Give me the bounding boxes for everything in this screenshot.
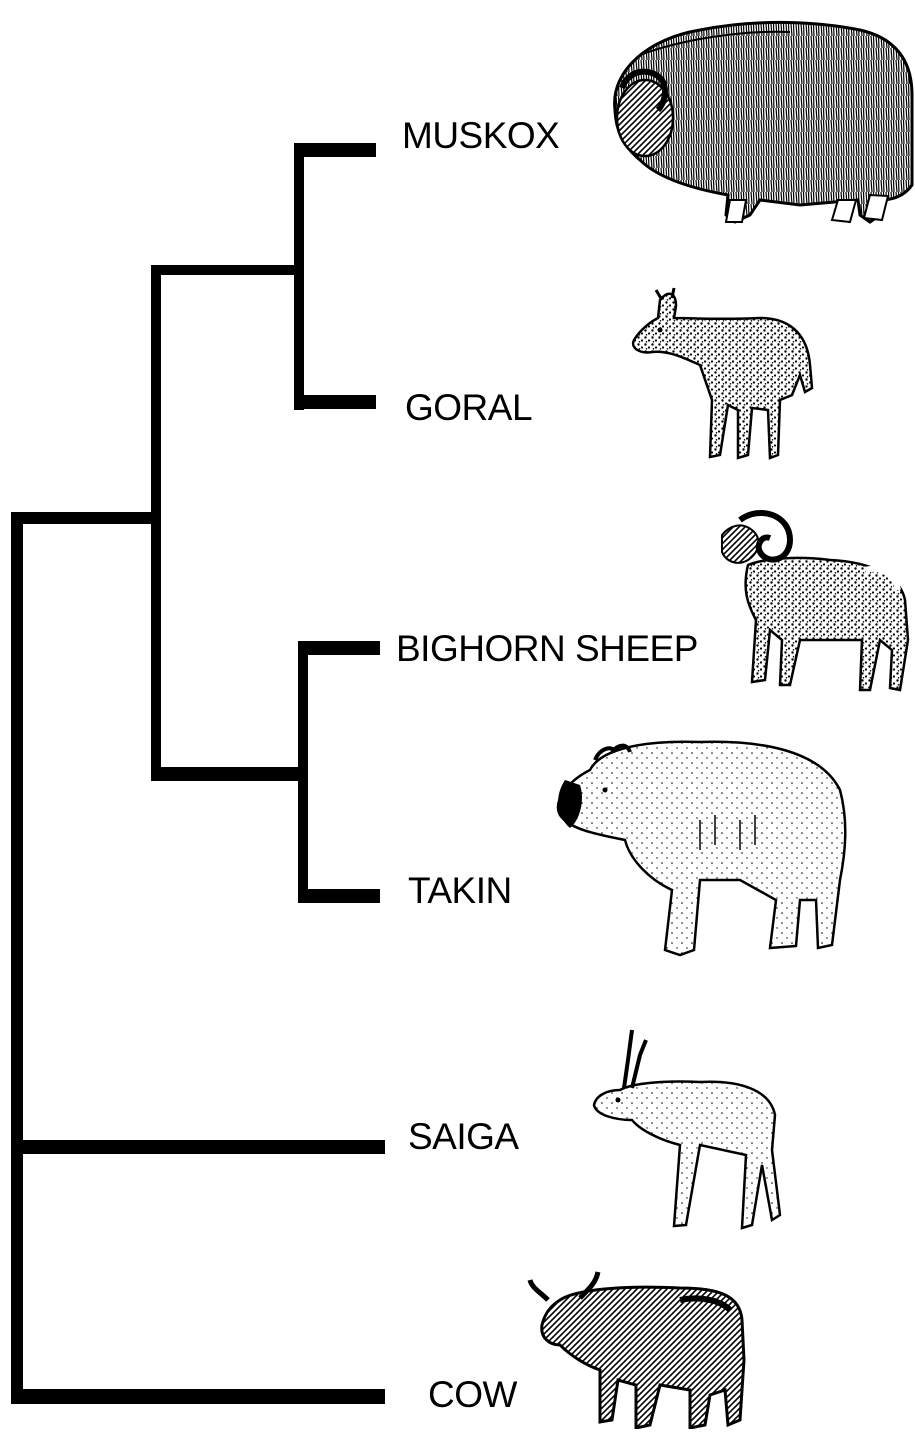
branch-cow	[11, 1389, 385, 1404]
branch-to-muskox-goral	[151, 265, 302, 275]
branch-muskox-goral-vertical	[294, 143, 304, 410]
muskox-icon	[615, 22, 912, 222]
branch-takin	[298, 889, 380, 903]
branch-caprini-vertical	[151, 265, 161, 781]
label-goral: GORAL	[405, 389, 532, 426]
branch-saiga	[11, 1140, 385, 1154]
tree-branches	[11, 143, 385, 1404]
label-takin: TAKIN	[408, 872, 512, 909]
label-cow: COW	[428, 1376, 517, 1413]
label-muskox: MUSKOX	[402, 117, 559, 154]
branch-goral	[294, 395, 376, 409]
branch-bighorn-takin-vertical	[298, 643, 308, 903]
branch-to-bighorn-takin	[151, 767, 306, 781]
label-saiga: SAIGA	[408, 1118, 519, 1155]
bighorn-sheep-icon	[722, 513, 908, 690]
branch-root-to-caprini	[11, 512, 159, 524]
label-bighorn-sheep: BIGHORN SHEEP	[396, 630, 698, 667]
branch-bighorn-sheep	[298, 641, 380, 655]
branch-muskox	[294, 143, 376, 157]
saiga-icon	[594, 1030, 780, 1228]
root-branch-vertical	[11, 512, 23, 1404]
takin-icon	[558, 742, 845, 955]
cow-icon	[530, 1272, 744, 1428]
goral-icon	[633, 288, 812, 458]
